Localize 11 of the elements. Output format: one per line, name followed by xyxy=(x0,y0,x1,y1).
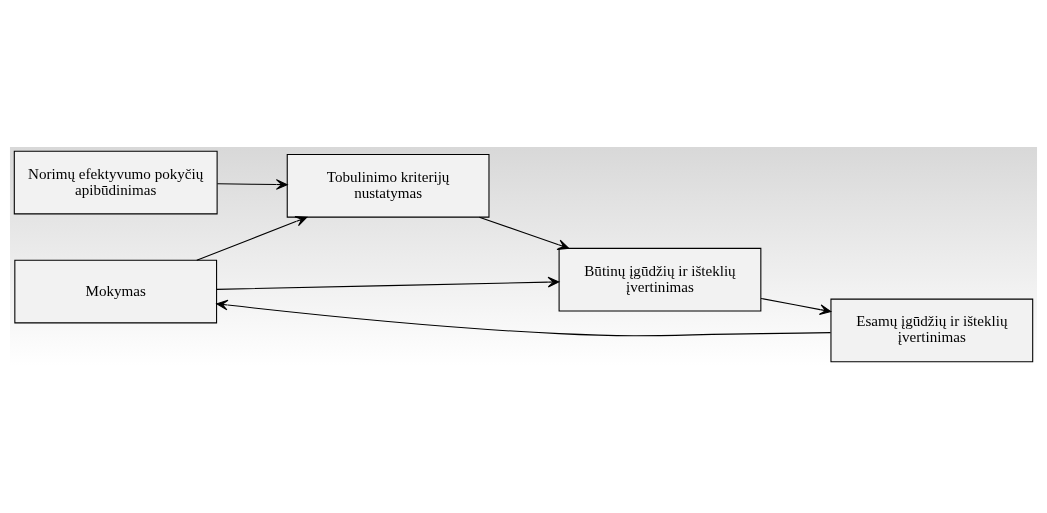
arrow xyxy=(196,216,308,261)
node-box: Mokymas xyxy=(14,259,218,324)
arrow xyxy=(478,216,570,250)
node-box: Esamų įgūdžių ir išteklių įvertinimas xyxy=(830,298,1034,363)
node-box: Tobulinimo kriterijų nustatymas xyxy=(286,154,490,218)
node-box: Būtinų įgūdžių ir išteklių įvertinimas xyxy=(558,247,762,312)
node-box: Norimų efektyvumo pokyčių apibūdinimas xyxy=(13,150,218,215)
arrow xyxy=(216,179,288,190)
arrow xyxy=(216,276,560,290)
arrow xyxy=(216,299,832,337)
arrow xyxy=(760,297,832,315)
